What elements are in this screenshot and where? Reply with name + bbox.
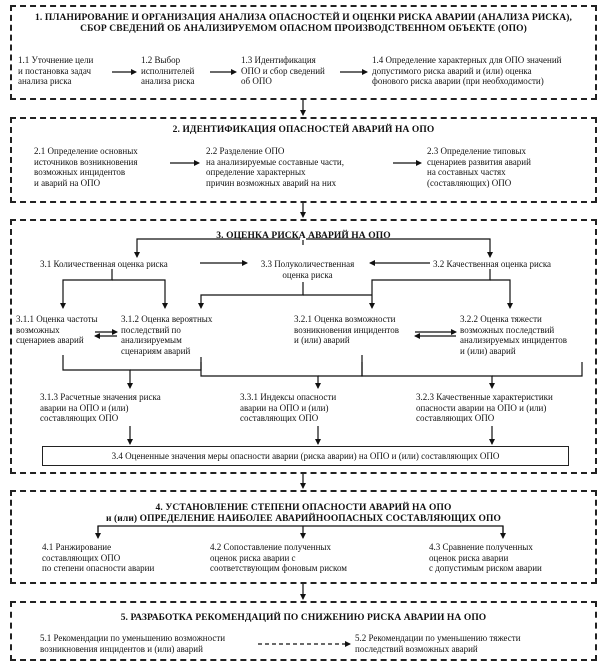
section-1-frame <box>10 5 597 100</box>
step-1-4: 1.4 Определение характерных для ОПО знач… <box>372 55 562 86</box>
step-3-2: 3.2 Качественная оценка риска <box>433 259 552 269</box>
step-3-1: 3.1 Количественная оценка риска <box>40 259 168 269</box>
section-3-title: 3. ОЦЕНКА РИСКА АВАРИЙ НА ОПО <box>216 231 391 241</box>
step-4-3: 4.3 Сравнение полученных оценок риска ав… <box>429 542 542 573</box>
step-2-1: 2.1 Определение основных источников возн… <box>34 146 138 188</box>
step-3-2-3: 3.2.3 Качественные характеристики опасно… <box>416 392 553 423</box>
step-3-4: 3.4 Оцененные значения меры опасности ав… <box>111 451 500 461</box>
step-1-2: 1.2 Выбор исполнителей анализа риска <box>141 55 195 86</box>
step-4-1: 4.1 Ранжирование составляющих ОПО по сте… <box>42 542 155 573</box>
section-3-frame <box>10 219 597 474</box>
section-2-frame <box>10 117 597 203</box>
step-4-2: 4.2 Сопоставление полученных оценок риск… <box>210 542 347 573</box>
step-2-2: 2.2 Разделение ОПО на анализируемые сост… <box>206 146 344 188</box>
step-3-4-box <box>42 446 569 466</box>
step-3-2-1: 3.2.1 Оценка возможности возникновения и… <box>294 314 399 345</box>
step-1-1: 1.1 Уточнение цели и постановка задач ан… <box>18 55 94 86</box>
step-5-2: 5.2 Рекомендации по уменьшению тяжести п… <box>355 633 521 654</box>
section-4-frame <box>10 490 597 584</box>
section-2-title: 2. ИДЕНТИФИКАЦИЯ ОПАСНОСТЕЙ АВАРИЙ НА ОП… <box>172 125 435 135</box>
section-5-frame <box>10 601 597 661</box>
section-4-title: 4. УСТАНОВЛЕНИЕ СТЕПЕНИ ОПАСНОСТИ АВАРИЙ… <box>106 503 501 524</box>
section-1-title: 1. ПЛАНИРОВАНИЕ И ОРГАНИЗАЦИЯ АНАЛИЗА ОП… <box>35 13 572 34</box>
step-3-3: 3.3 Полуколичественная оценка риска <box>260 259 355 280</box>
step-3-3-1: 3.3.1 Индексы опасности аварии на ОПО и … <box>240 392 337 423</box>
step-3-1-1: 3.1.1 Оценка частоты возможных сценариев… <box>16 314 98 345</box>
step-2-3: 2.3 Определение типовых сценариев развит… <box>427 146 531 188</box>
step-3-1-2: 3.1.2 Оценка вероятных последствий по ан… <box>121 314 213 356</box>
step-3-2-2: 3.2.2 Оценка тяжести возможных последств… <box>460 314 568 356</box>
step-3-1-3: 3.1.3 Расчетные значения риска аварии на… <box>40 392 161 423</box>
section-5-title: 5. РАЗРАБОТКА РЕКОМЕНДАЦИЙ ПО СНИЖЕНИЮ Р… <box>120 613 487 623</box>
step-5-1: 5.1 Рекомендации по уменьшению возможнос… <box>40 633 226 654</box>
step-1-3: 1.3 Идентификация ОПО и сбор сведений об… <box>241 55 325 86</box>
